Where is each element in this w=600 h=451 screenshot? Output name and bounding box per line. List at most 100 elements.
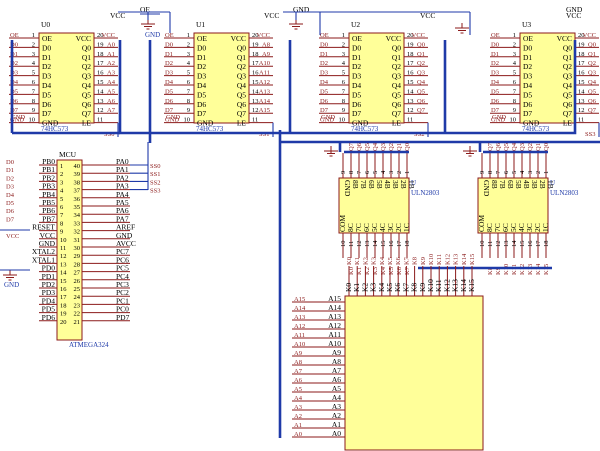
matrix-row-net: A6 bbox=[294, 377, 303, 384]
uln-top-pin-number: 9 bbox=[479, 171, 486, 174]
matrix-row-net: A12 bbox=[294, 323, 305, 330]
mcu-pin-name: PC2 bbox=[116, 288, 129, 297]
latch-right-net: Q6 bbox=[417, 98, 426, 105]
mcu-pin-name: PD0 bbox=[42, 264, 56, 273]
vcc-top-label: VCC bbox=[566, 11, 581, 20]
latch-le-net: SS3 bbox=[585, 131, 595, 138]
mcu-pin-name: PD2 bbox=[42, 280, 56, 289]
uln-output-net: K6 bbox=[396, 266, 403, 275]
latch-pin-number: 13 bbox=[407, 98, 414, 105]
latch-le-net: SS0 bbox=[104, 131, 114, 138]
uln-top-pin-number: 4 bbox=[519, 170, 526, 174]
latch-pin-name: Q2 bbox=[82, 62, 91, 71]
uln-top-pin-name: 3B bbox=[391, 180, 400, 189]
vcc-top-label: VCC bbox=[264, 11, 279, 20]
latch-pin-name: Q5 bbox=[237, 90, 246, 99]
latch-pin-number: 18 bbox=[252, 51, 259, 58]
matrix-col-net: K6 bbox=[395, 256, 402, 265]
latch-pin-name: D2 bbox=[42, 62, 51, 71]
mcu-pin-number: 14 bbox=[60, 270, 67, 277]
uln-top-pin-name: GND bbox=[343, 180, 352, 197]
mcu-pin-name: PC3 bbox=[116, 280, 129, 289]
uln-bottom-pin-number: 17 bbox=[396, 240, 403, 247]
uln-top-pin-number: 4 bbox=[380, 170, 387, 174]
latch-pin-name: Q7 bbox=[82, 109, 91, 118]
mcu-pin-number: 23 bbox=[74, 302, 81, 309]
mcu-left-net: D6 bbox=[6, 208, 15, 215]
mcu-left-net: D7 bbox=[6, 216, 15, 223]
uln-bottom-pin-name: 8C bbox=[346, 223, 355, 232]
gnd-symbol-u1 bbox=[289, 19, 303, 30]
latch-pin-number: 15 bbox=[407, 79, 414, 86]
latch-right-net: A8 bbox=[262, 41, 270, 48]
matrix-col-net: K12 bbox=[444, 254, 451, 265]
uln-output-net: K13 bbox=[527, 264, 534, 275]
latch-part-label: 74HC573 bbox=[351, 125, 379, 133]
latch-pin-name: Q2 bbox=[392, 62, 401, 71]
uln-bottom-pin-number: 18 bbox=[404, 241, 411, 248]
vcc-top-label: VCC bbox=[110, 11, 125, 20]
latch-pin-number: 12 bbox=[252, 107, 259, 114]
uln-bottom-pin-number: 15 bbox=[519, 241, 526, 248]
latch-pin-name: D1 bbox=[197, 53, 206, 62]
latch-pin-name: GND bbox=[523, 119, 540, 128]
mcu-pin-name: PB6 bbox=[42, 206, 55, 215]
latch-pin-name: GND bbox=[197, 119, 214, 128]
latch-pin-number: 5 bbox=[32, 70, 35, 77]
latch-body bbox=[38, 32, 95, 124]
latch-pin-number: 4 bbox=[342, 60, 346, 67]
mcu-pin-number: 35 bbox=[74, 204, 81, 211]
latch-right-net: A14 bbox=[259, 98, 271, 105]
matrix-row-pin: A3 bbox=[332, 402, 341, 411]
latch-pin-number: 9 bbox=[32, 107, 35, 114]
matrix-row-net: A11 bbox=[294, 332, 305, 339]
matrix-row-net: A0 bbox=[294, 431, 302, 438]
mcu-pin-number: 2 bbox=[60, 171, 63, 178]
latch-pin-number: 7 bbox=[32, 88, 36, 95]
latch-pin-number: 18 bbox=[97, 51, 104, 58]
latch-pin-name: D7 bbox=[197, 109, 206, 118]
mcu-pin-name: PA7 bbox=[116, 214, 129, 223]
latch-pin-name: Q4 bbox=[563, 81, 572, 90]
matrix-col-pin: K15 bbox=[467, 279, 476, 292]
latch-pin-number: 19 bbox=[578, 41, 585, 48]
latch-pin-number: 6 bbox=[187, 79, 191, 86]
mcu-pin-name: PD7 bbox=[116, 313, 130, 322]
latch-pin-name: D6 bbox=[197, 100, 206, 109]
mcu-left-net: VCC bbox=[6, 233, 19, 240]
mcu-part-label: ATMEGA324 bbox=[69, 341, 109, 349]
latch-pin-number: 3 bbox=[342, 51, 345, 58]
matrix-col-net: K3 bbox=[371, 257, 378, 265]
uln-top-pin-name: GND bbox=[482, 180, 491, 197]
data-bus bbox=[118, 40, 577, 135]
matrix-col-pin: K8 bbox=[410, 283, 419, 292]
latch-pin-number: 16 bbox=[578, 70, 585, 77]
latch-left-net: D4 bbox=[320, 79, 329, 86]
mcu-pin-number: 18 bbox=[60, 302, 67, 309]
latch-left-net: D2 bbox=[10, 60, 18, 67]
latch-pin-number: 4 bbox=[513, 60, 517, 67]
latch-pin-name: D2 bbox=[197, 62, 206, 71]
latch-pin-name: OE bbox=[523, 34, 533, 43]
uln-top-pin-number: 5 bbox=[511, 171, 518, 174]
latch-pin-name: D0 bbox=[352, 43, 361, 52]
mcu-pin-number: 25 bbox=[74, 286, 81, 293]
uln-bottom-pin-number: 12 bbox=[495, 241, 502, 248]
uln-top-pin-name: 6B bbox=[506, 180, 515, 189]
latch-pin-number: 3 bbox=[187, 51, 190, 58]
uln-input-net: Q0 bbox=[404, 143, 411, 151]
latch-right-net: A11 bbox=[259, 70, 270, 77]
matrix-row-net: A1 bbox=[294, 422, 302, 429]
latch-pin-number: 3 bbox=[513, 51, 516, 58]
uln-input-net: Q7 bbox=[348, 142, 355, 151]
latch-pin-number: 6 bbox=[32, 79, 36, 86]
uln-top-pin-number: 2 bbox=[535, 171, 542, 174]
mcu-pin-name: PB2 bbox=[42, 173, 55, 182]
mcu-pin-number: 22 bbox=[74, 311, 81, 318]
uln-bottom-pin-number: 14 bbox=[511, 240, 518, 247]
uln-top-pin-name: 8B bbox=[351, 180, 360, 189]
latch-pin-number: 16 bbox=[97, 70, 104, 77]
latch-pin-number: 20 bbox=[97, 32, 104, 39]
latch-pin-name: LE bbox=[237, 119, 247, 128]
latch-left-net: D0 bbox=[320, 41, 328, 48]
